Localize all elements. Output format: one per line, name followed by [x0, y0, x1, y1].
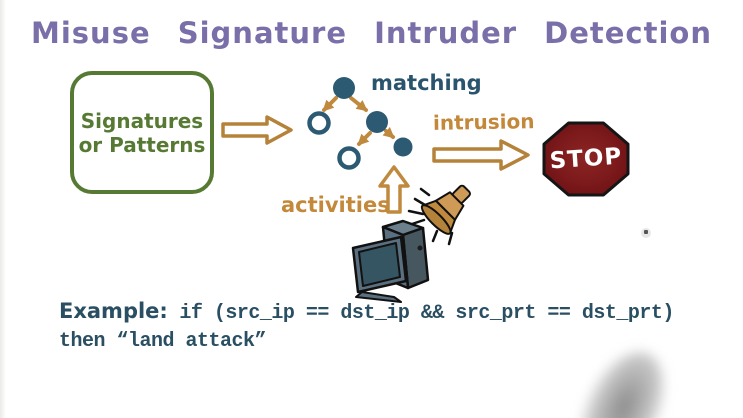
stop-sign-icon: [542, 121, 630, 197]
example-condition: if (src_ip == dst_ip && src_prt == dst_p…: [167, 302, 674, 325]
node-hollow: [307, 111, 331, 135]
signatures-box-label-line2: or Patterns: [78, 132, 206, 157]
node-filled: [393, 137, 413, 157]
computer-icon: [351, 219, 430, 303]
matching-graph-edges: [322, 96, 395, 146]
example-prefix: Example:: [59, 299, 168, 323]
node-filled: [366, 111, 388, 133]
example-conclusion: then “land attack”: [59, 330, 267, 353]
frame-edge: [0, 0, 6, 418]
matching-label: matching: [371, 71, 482, 95]
intrusion-arrow: [432, 139, 530, 171]
example-text: Example: if (src_ip == dst_ip && src_prt…: [59, 297, 699, 356]
ink-speck: [641, 228, 651, 238]
page-title: Misuse Signature Intruder Detection: [30, 16, 712, 50]
light-rays: [407, 187, 454, 246]
signatures-box: Signatures or Patterns: [70, 71, 214, 194]
matching-graph-nodes: [307, 77, 413, 170]
signatures-box-label-line1: Signatures: [80, 108, 204, 133]
activities-arrow: [378, 165, 410, 214]
input-arrow: [221, 115, 293, 145]
example-line-1: Example: if (src_ip == dst_ip && src_prt…: [59, 297, 699, 328]
node-filled: [333, 77, 355, 99]
flashlight-icon: [420, 184, 471, 235]
activities-label: activities: [281, 193, 390, 217]
node-hollow: [337, 146, 361, 170]
intrusion-label: intrusion: [432, 109, 535, 135]
